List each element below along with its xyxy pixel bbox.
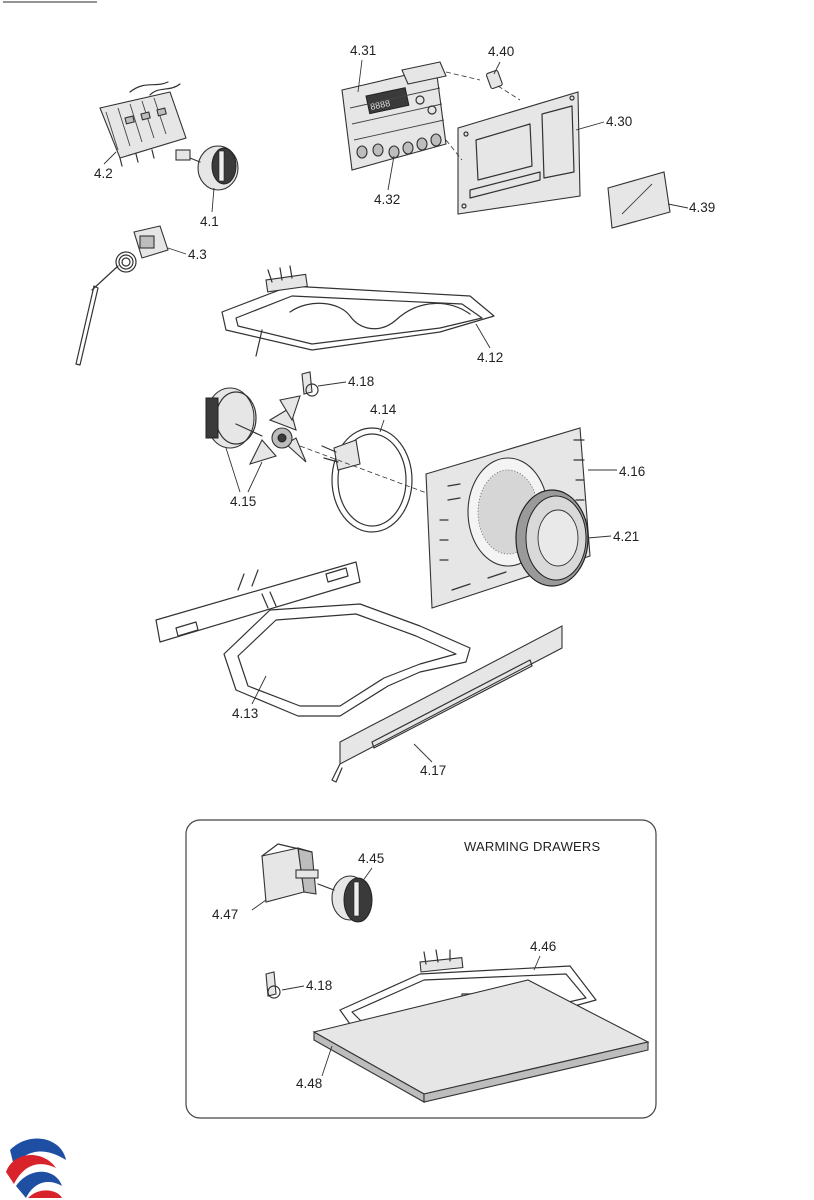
drawer-base-4-48 [312, 979, 650, 1103]
selector-switch-4-2 [99, 81, 191, 167]
label-4-12: 4.12 [477, 350, 503, 365]
label-4-21: 4.21 [613, 529, 639, 544]
base-element-4-13 [155, 561, 471, 717]
control-knob-4-1 [189, 145, 239, 191]
swirl-logo-icon [6, 1138, 66, 1198]
label-4-18-drawer: 4.18 [306, 978, 332, 993]
label-4-40: 4.40 [488, 44, 514, 59]
svg-text:8888: 8888 [369, 98, 391, 112]
label-4-17: 4.17 [420, 763, 446, 778]
shelf-runner-4-17 [331, 625, 563, 783]
label-4-16: 4.16 [619, 464, 645, 479]
fixing-clip-4-18 [301, 371, 319, 397]
mounting-bracket-4-30 [457, 91, 581, 215]
label-4-14: 4.14 [370, 402, 397, 417]
label-4-2: 4.2 [94, 166, 113, 181]
thermostat-4-3 [75, 225, 169, 366]
label-4-39: 4.39 [689, 200, 715, 215]
label-4-46: 4.46 [530, 939, 556, 954]
fan-motor-4-15 [205, 387, 307, 465]
energy-regulator-4-47 [261, 843, 319, 903]
label-4-48: 4.48 [296, 1076, 322, 1091]
label-4-45: 4.45 [358, 851, 384, 866]
label-4-15: 4.15 [230, 494, 256, 509]
circular-element-4-14 [321, 427, 413, 533]
fixing-clip-4-18-drawer [265, 971, 281, 999]
grill-element-4-12 [221, 265, 495, 357]
label-4-31: 4.31 [350, 43, 376, 58]
fan-cover-4-21 [515, 489, 589, 587]
part-label-group: 4.31 4.40 4.30 4.32 4.39 4.2 4.1 4.3 4.1… [94, 43, 715, 778]
label-4-47: 4.47 [212, 907, 238, 922]
label-4-13: 4.13 [232, 706, 258, 721]
display-glass-4-39 [607, 171, 671, 229]
warming-drawers-title: WARMING DRAWERS [464, 839, 600, 854]
label-4-3: 4.3 [188, 247, 207, 262]
leader-lines [103, 59, 689, 763]
control-knob-4-45 [317, 875, 373, 923]
control-buttons-4-32 [356, 133, 442, 159]
label-4-1: 4.1 [200, 214, 219, 229]
axis-guide-line [299, 445, 441, 499]
connector-4-40 [486, 69, 503, 90]
label-4-32: 4.32 [374, 192, 400, 207]
label-4-18: 4.18 [348, 374, 374, 389]
label-4-30: 4.30 [606, 114, 632, 129]
assembly-guide-lines [445, 71, 521, 161]
warming-drawers-panel: WARMING DRAWERS [185, 819, 657, 1119]
